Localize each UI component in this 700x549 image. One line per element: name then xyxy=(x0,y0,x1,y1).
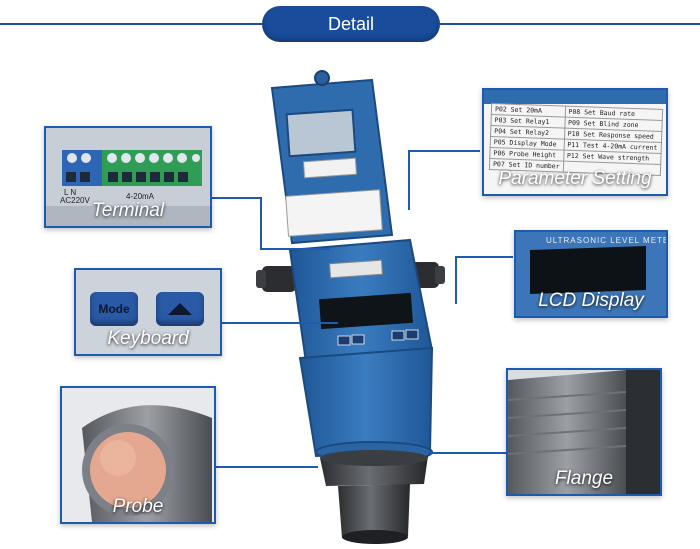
keyboard-callout: Mode Keyboard xyxy=(74,268,222,356)
leader-terminal-v xyxy=(260,197,262,249)
terminal-mark-current: 4-20mA xyxy=(126,192,155,201)
open-lid xyxy=(270,70,394,245)
parameter-header-strip xyxy=(484,90,666,104)
detail-title-pill: Detail xyxy=(262,6,440,42)
terminal-mark-ln: L N xyxy=(64,188,77,197)
mode-key-label: Mode xyxy=(98,302,130,316)
up-key xyxy=(156,292,204,326)
leader-parameter xyxy=(408,150,480,152)
leader-terminal xyxy=(210,197,262,199)
keyboard-label: Keyboard xyxy=(107,328,189,349)
leader-probe xyxy=(214,466,318,468)
leader-flange xyxy=(428,452,506,454)
mode-key: Mode xyxy=(90,292,138,326)
leader-keyboard xyxy=(218,322,338,324)
terminal-label: Terminal xyxy=(91,200,165,221)
lcd-label: LCD Display xyxy=(538,290,644,311)
header-rule-right xyxy=(440,23,700,25)
probe-label: Probe xyxy=(112,496,164,517)
leader-terminal-h xyxy=(260,248,330,250)
leader-parameter-v xyxy=(408,150,410,210)
terminal-block-image xyxy=(46,128,210,226)
header-rule-left xyxy=(0,23,262,25)
probe-barrel xyxy=(338,484,410,544)
leader-lcd-v xyxy=(455,256,457,304)
leader-lcd xyxy=(455,256,513,258)
flange-image xyxy=(508,370,660,494)
meter-body xyxy=(298,346,434,463)
lcd-callout: ULTRASONIC LEVEL METER LCD Display xyxy=(514,230,668,318)
lcd-brand-text: ULTRASONIC LEVEL METER xyxy=(546,236,668,245)
flange-callout: Flange xyxy=(506,368,662,496)
terminal-mark-power: AC220V xyxy=(60,196,90,205)
flange-label: Flange xyxy=(554,468,614,489)
terminal-callout: L N AC220V 4-20mA Terminal xyxy=(44,126,212,228)
probe-callout: Probe xyxy=(60,386,216,524)
cable-gland-left xyxy=(256,266,296,292)
meter-head xyxy=(288,238,434,364)
mounting-nut xyxy=(320,450,428,486)
probe-face-image xyxy=(62,388,214,522)
parameter-label: Parameter Setting xyxy=(498,168,652,189)
up-arrow-icon xyxy=(168,303,192,315)
detail-title: Detail xyxy=(327,13,375,34)
lcd-screen xyxy=(530,245,646,295)
